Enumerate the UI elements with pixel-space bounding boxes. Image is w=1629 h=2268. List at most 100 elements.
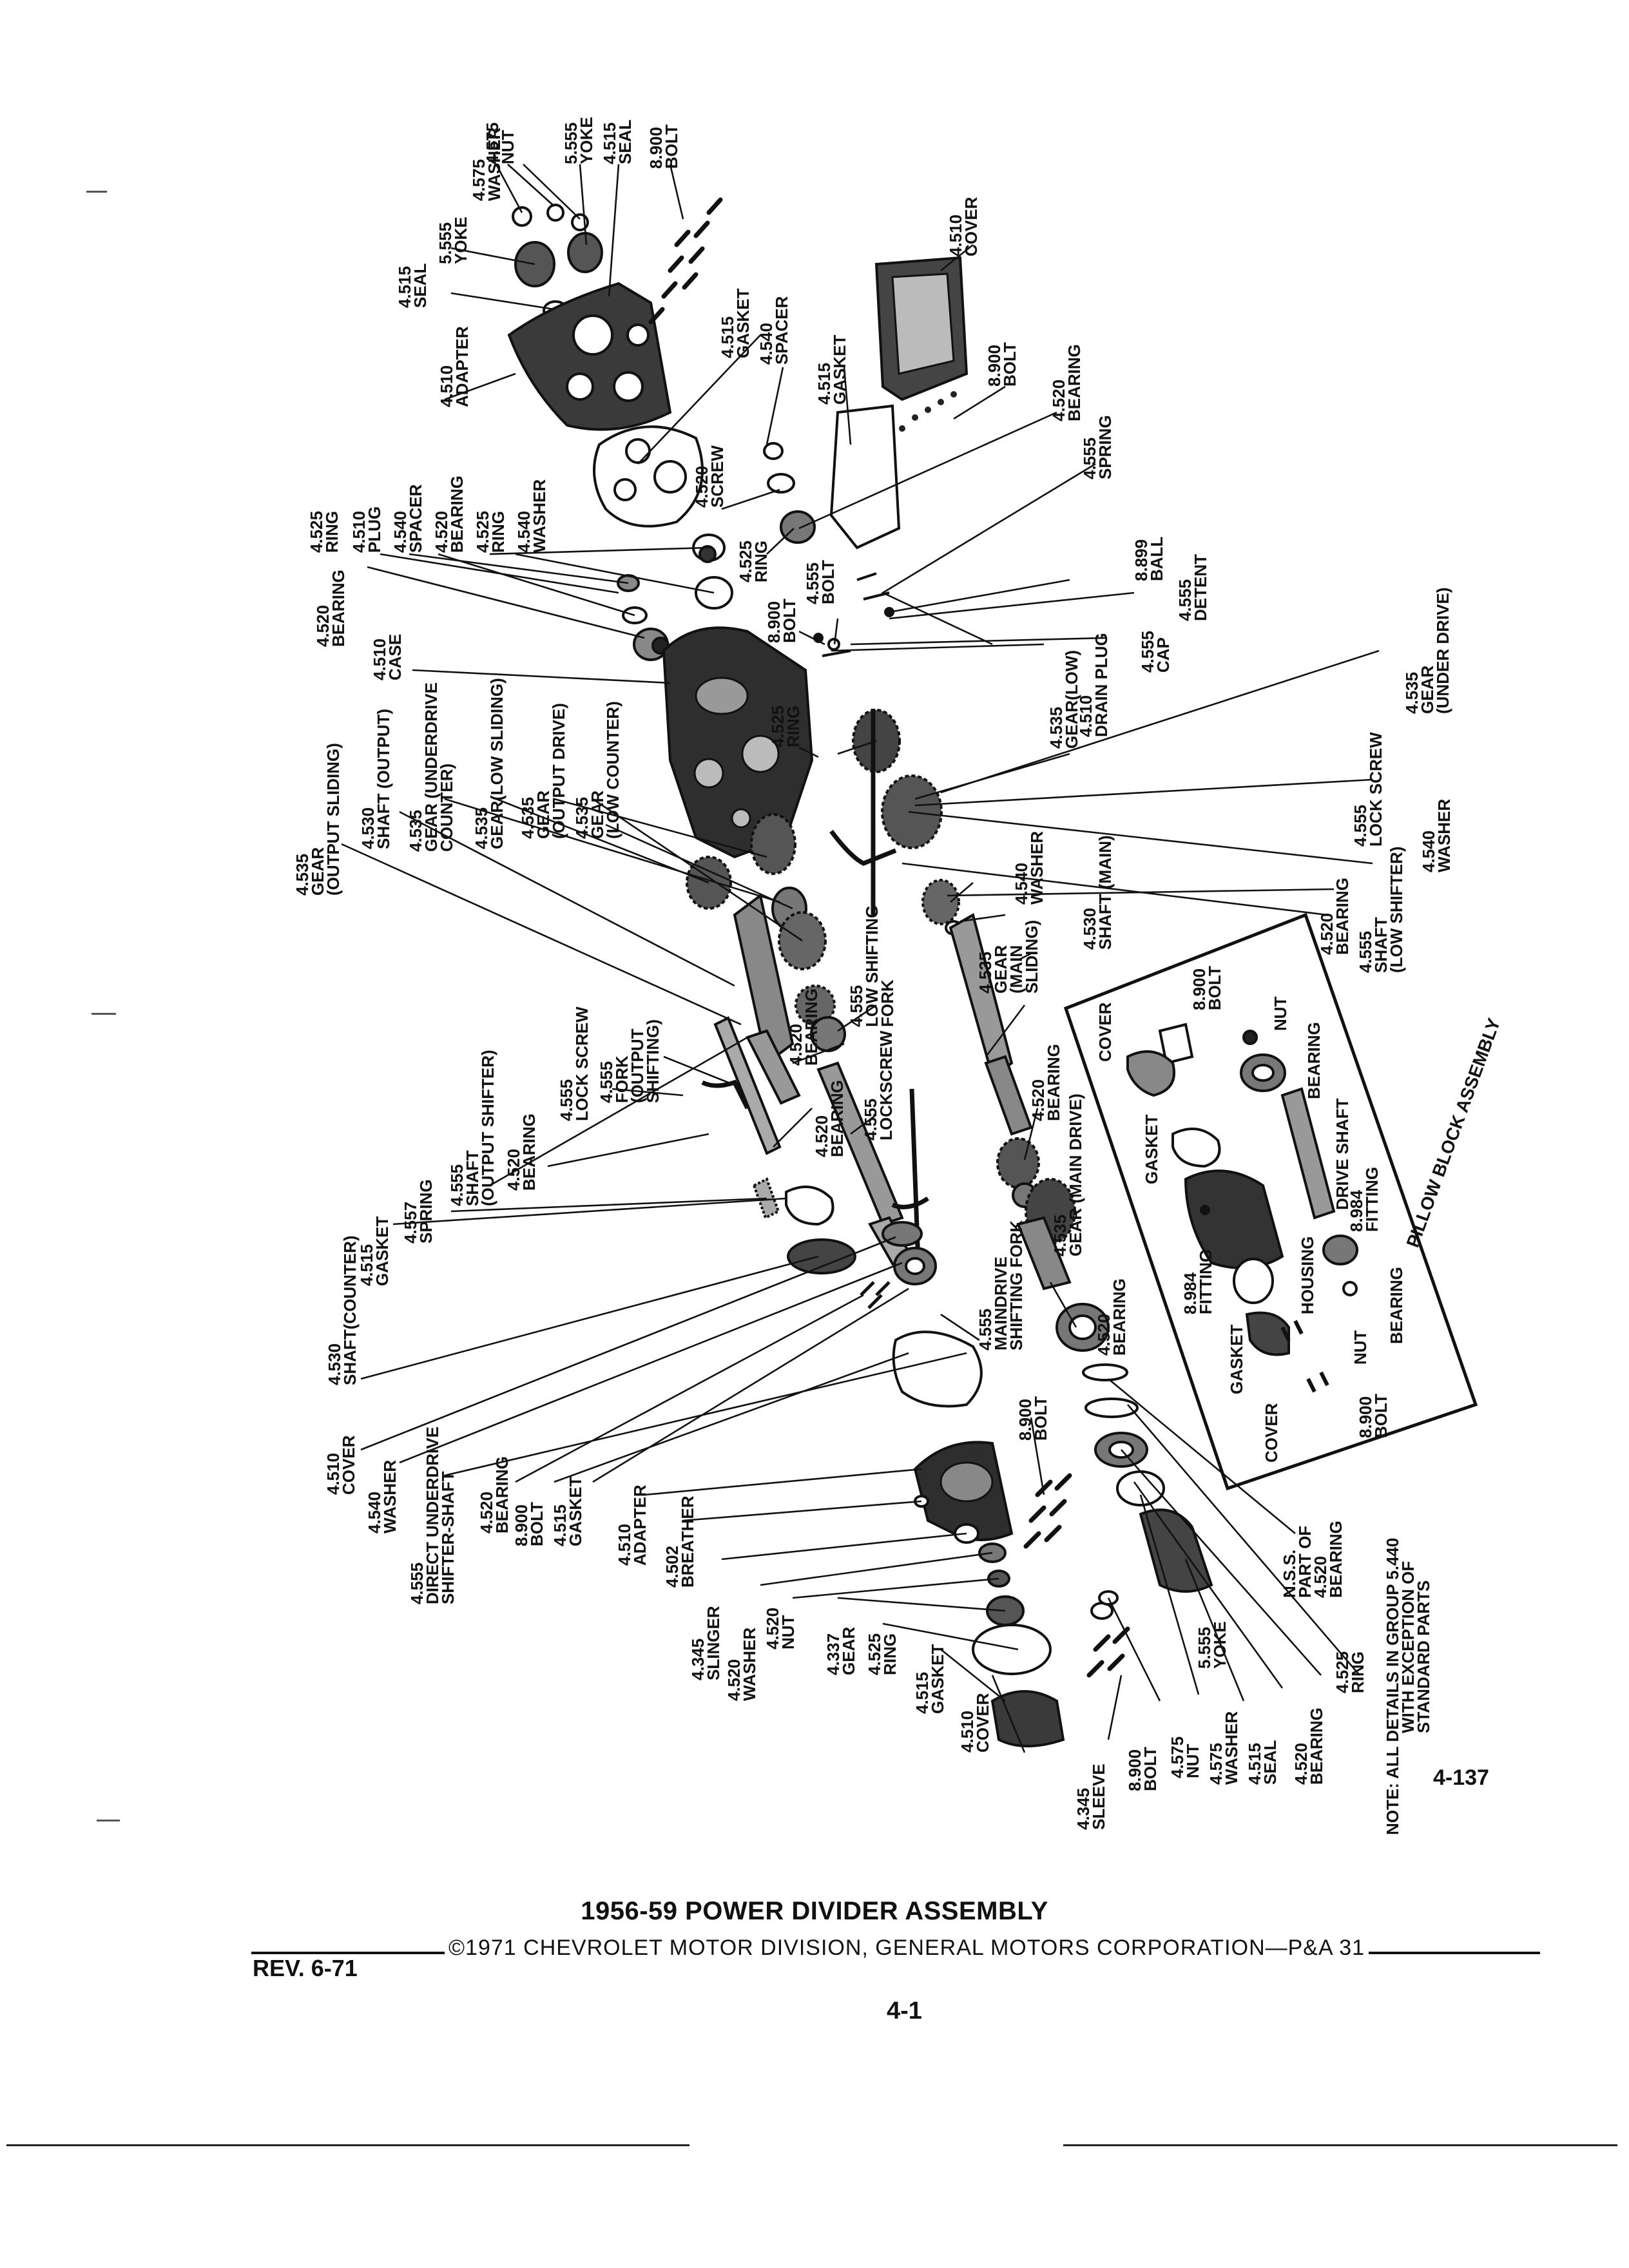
label-l88: 4.540 — [1419, 831, 1438, 872]
label-l144: 4.555 — [407, 1562, 427, 1604]
pillow-label-p16: 8.900 — [1356, 1396, 1375, 1438]
pillow-label-p01: COVER — [1095, 1002, 1115, 1062]
label-l174: BOLT — [1141, 1747, 1160, 1791]
label-l179: 5.555 — [1195, 1627, 1214, 1669]
bottom-rule-right — [1063, 2144, 1617, 2146]
margin-mark — [92, 1013, 116, 1015]
label-l185: 4.525 — [1333, 1651, 1352, 1693]
label-l39: 4.540 — [514, 511, 534, 553]
label-l73: GEAR — [308, 847, 327, 896]
label-l23: 4.515 — [815, 363, 834, 405]
label-l171: 4.345 — [1074, 1788, 1093, 1830]
upper-bearing-stack — [617, 442, 816, 661]
label-l01: 4.575 — [483, 122, 502, 164]
label-l82: 4.535 — [518, 797, 537, 839]
label-l166: RING — [880, 1633, 900, 1675]
label-l15: 4.510 — [437, 365, 456, 407]
label-l95: 4.540 — [1012, 863, 1031, 905]
label-l184: BEARING — [1307, 1707, 1326, 1785]
label-l86: GEAR — [588, 791, 607, 839]
label-l130: SHAFT(COUNTER) — [340, 1235, 360, 1385]
label-l20: GASKET — [733, 289, 753, 358]
label-l17: 4.510 — [946, 215, 965, 256]
label-l36: BEARING — [447, 476, 467, 553]
label-l65: 4.535 — [1046, 707, 1066, 749]
label-l148: BEARING — [492, 1456, 512, 1533]
label-l165: 4.525 — [865, 1633, 884, 1675]
label-l150: BOLT — [527, 1502, 546, 1546]
label-l145: DIRECT UNDERDRIVE — [423, 1427, 442, 1604]
top-gasket — [829, 404, 901, 550]
footer-rule-left — [251, 1951, 445, 1954]
label-l156: BREATHER — [678, 1495, 697, 1588]
label-l96: WASHER — [1027, 831, 1046, 905]
label-l24: GASKET — [830, 335, 849, 405]
pillow-label-p08: 8.984 — [1347, 1189, 1366, 1232]
label-l58: CASE — [385, 634, 405, 680]
label-l125: 4.557 — [401, 1202, 420, 1244]
label-l77: 4.535 — [406, 810, 425, 852]
label-l133: 4.555 — [976, 1309, 995, 1350]
label-l107: FORK — [612, 1055, 631, 1103]
label-l135: SHIFTING FORK — [1007, 1220, 1026, 1350]
label-l79: COUNTER) — [437, 764, 456, 852]
label-l187: N.S.S. — [1280, 1550, 1299, 1598]
label-l38: RING — [488, 511, 508, 553]
label-l180: YOKE — [1210, 1621, 1229, 1669]
label-l12: YOKE — [451, 216, 470, 264]
label-l11: 5.555 — [436, 222, 455, 264]
label-l14: SEAL — [410, 264, 430, 308]
label-l128: GASKET — [372, 1216, 392, 1286]
label-l62: DRAIN PLUG — [1092, 633, 1111, 737]
label-l43: 4.555 — [1080, 437, 1099, 479]
pillow-label-p17: BOLT — [1371, 1394, 1391, 1438]
label-l188: PART OF — [1295, 1526, 1315, 1598]
label-l108: (OUTPUT — [628, 1028, 647, 1103]
pillow-block-title: PILLOW BLOCK ASSEMBLY — [1403, 1015, 1505, 1250]
label-l122: (OUTPUT SHIFTER) — [478, 1050, 497, 1206]
label-l89: WASHER — [1434, 799, 1454, 872]
label-l92: 4.555 — [1356, 931, 1375, 973]
label-l177: 4.575 — [1206, 1743, 1226, 1785]
label-l159: 4.520 — [724, 1659, 744, 1701]
front-yoke — [1094, 1432, 1213, 1606]
label-l49: 8.899 — [1132, 539, 1151, 581]
label-l10: BOLT — [662, 124, 681, 169]
figure-number: 4-137 — [1433, 1765, 1489, 1790]
label-l47: 4.555 — [803, 562, 822, 604]
label-l106: 4.555 — [597, 1061, 616, 1103]
label-l120: 4.555 — [447, 1164, 467, 1206]
label-l178: WASHER — [1222, 1711, 1241, 1785]
label-l161: 4.520 — [763, 1608, 782, 1649]
label-l164: GEAR — [839, 1627, 858, 1675]
label-l127: 4.515 — [357, 1244, 376, 1286]
label-l113: LOCKSCREW — [876, 1030, 896, 1140]
label-l151: 4.515 — [550, 1504, 570, 1546]
note-line-1: NOTE: ALL DETAILS IN GROUP 5.440 — [1383, 1538, 1402, 1835]
label-l141: COVER — [339, 1435, 358, 1495]
label-l69: (UNDER DRIVE) — [1433, 588, 1452, 714]
label-l181: 4.515 — [1245, 1743, 1264, 1785]
label-l139: BOLT — [1031, 1396, 1050, 1441]
pillow-label-p07: DRIVE SHAFT — [1333, 1099, 1352, 1210]
label-l160: WASHER — [740, 1628, 759, 1701]
label-l85: 4.535 — [572, 797, 592, 839]
label-l26: BOLT — [1000, 342, 1019, 387]
pillow-label-p06: GASKET — [1142, 1115, 1161, 1184]
label-l09: 8.900 — [646, 127, 666, 169]
pillow-label-p14: NUT — [1351, 1330, 1370, 1365]
label-l118: 4.520 — [786, 1024, 805, 1066]
label-l70: 4.555 — [1351, 805, 1370, 847]
note-line-2: WITH EXCEPTION OF — [1398, 1561, 1418, 1733]
label-l71: LOCK SCREW — [1366, 732, 1385, 847]
label-l158: SLINGER — [704, 1606, 723, 1680]
pillow-label-p03: BOLT — [1205, 966, 1224, 1010]
label-l76: SHAFT (OUTPUT) — [374, 709, 393, 849]
revision-label: REV. 6-71 — [253, 1955, 358, 1981]
label-l132: GEAR (MAIN DRIVE) — [1066, 1093, 1085, 1256]
margin-mark — [97, 1820, 120, 1821]
footer-rule-right — [1369, 1951, 1540, 1954]
bottom-rule-left — [6, 2144, 689, 2146]
label-l168: GASKET — [928, 1644, 947, 1714]
